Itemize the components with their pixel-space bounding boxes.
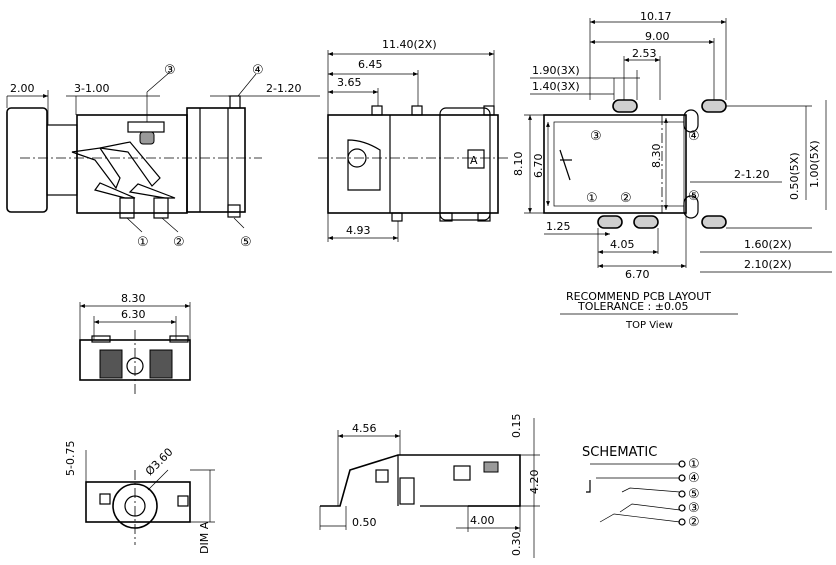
caption-layout: RECOMMEND PCB LAYOUT — [566, 290, 711, 303]
dim-3-1-00: 3-1.00 — [74, 82, 109, 95]
caption-tolerance: TOLERANCE : ±0.05 — [577, 300, 688, 313]
plug-opening — [347, 139, 381, 191]
callout-3: ③ — [164, 63, 176, 78]
pad-4 — [701, 99, 727, 113]
dim-1-40: 1.40(3X) — [532, 80, 580, 93]
side-view: 2.00 3-1.00 2-1.20 ③ ④ ① ② ⑤ — [6, 63, 320, 250]
schematic: SCHEMATIC ① ④ ⑤ ③ ② — [582, 445, 700, 530]
callout-1: ① — [137, 235, 149, 250]
callout-4: ④ — [252, 63, 264, 78]
pcb-callout-3: ③ — [590, 129, 602, 144]
schematic-pin-3: ③ — [688, 501, 700, 516]
schematic-pin-5: ⑤ — [688, 487, 700, 502]
dim-2-1-20-top: 2-1.20 — [734, 168, 769, 181]
dim-8-30: 8.30 — [121, 292, 146, 305]
pin-1 — [119, 197, 135, 219]
pcb-callout-5: ⑤ — [688, 189, 700, 204]
bottom-view: 8.30 6.30 — [79, 292, 191, 395]
dim-4-05: 4.05 — [610, 238, 635, 251]
pin-5 — [227, 204, 241, 218]
pin-2 — [153, 197, 169, 219]
dim-0-15: 0.15 — [510, 414, 523, 439]
dim-1-60: 1.60(2X) — [744, 238, 792, 251]
callout-5: ⑤ — [240, 235, 252, 250]
pcb-outline — [543, 114, 687, 214]
dim-4-56: 4.56 — [352, 422, 377, 435]
schematic-pin-2: ② — [688, 515, 700, 530]
dim-6-30: 6.30 — [121, 308, 146, 321]
dim-4-20: 4.20 — [528, 470, 541, 495]
dim-3-65: 3.65 — [337, 76, 362, 89]
dim-10-17: 10.17 — [640, 10, 672, 23]
dim-2-00: 2.00 — [10, 82, 35, 95]
callout-2: ② — [173, 235, 185, 250]
pcb-callout-2: ② — [620, 191, 632, 206]
dim-6-70: 6.70 — [625, 268, 650, 281]
pcb-callout-1: ① — [586, 191, 598, 206]
pad-1 — [597, 215, 623, 229]
dim-11-40: 11.40(2X) — [382, 38, 437, 51]
dim-4-93: 4.93 — [346, 224, 371, 237]
pad-5 — [701, 215, 727, 229]
pad-2 — [633, 215, 659, 229]
dim-0-50-profile: 0.50 — [352, 516, 377, 529]
dim-6-70-v: 6.70 — [532, 154, 545, 179]
end-view: 5-0.75 Ø3.60 DIM A — [64, 441, 215, 554]
dim-6-45: 6.45 — [358, 58, 383, 71]
dim-2-10: 2.10(2X) — [744, 258, 792, 271]
pcb-layout-view: 10.17 9.00 2.53 1.90(3X) 1.40(3X) 8.10 6… — [512, 10, 832, 331]
pin-4 — [229, 95, 241, 109]
end-housing — [85, 481, 191, 523]
dim-9-00: 9.00 — [645, 30, 670, 43]
dim-4-00: 4.00 — [470, 514, 495, 527]
dim-8-30-v: 8.30 — [650, 144, 663, 169]
plug-neck — [46, 124, 78, 196]
dim-2-53: 2.53 — [632, 47, 657, 60]
dim-1-90: 1.90(3X) — [532, 64, 580, 77]
dim-2-1-20: 2-1.20 — [266, 82, 301, 95]
front-view: A 11.40(2X) 6.45 3.65 4.93 — [318, 38, 510, 242]
dim-0-50: 0.50(5X) — [788, 152, 801, 200]
pcb-callout-4: ④ — [688, 129, 700, 144]
dim-dia-3-60: Ø3.60 — [143, 445, 176, 478]
dim-5-0-75: 5-0.75 — [64, 441, 77, 476]
schematic-title: SCHEMATIC — [582, 445, 657, 460]
schematic-pin-4: ④ — [688, 471, 700, 486]
caption-top-view: TOP View — [625, 320, 673, 331]
dim-1-00: 1.00(5X) — [808, 140, 821, 188]
housing-front — [186, 107, 246, 213]
mark-a: A — [470, 154, 478, 167]
profile-view: 4.56 0.50 4.00 0.15 4.20 0.30 — [319, 414, 541, 558]
dim-0-30: 0.30 — [510, 532, 523, 557]
dim-8-10: 8.10 — [512, 152, 525, 177]
pad-3 — [612, 99, 638, 113]
plug-body — [6, 107, 48, 213]
dim-a: DIM A — [198, 521, 211, 554]
dim-1-25: 1.25 — [546, 220, 571, 233]
schematic-pin-1: ① — [688, 457, 700, 472]
